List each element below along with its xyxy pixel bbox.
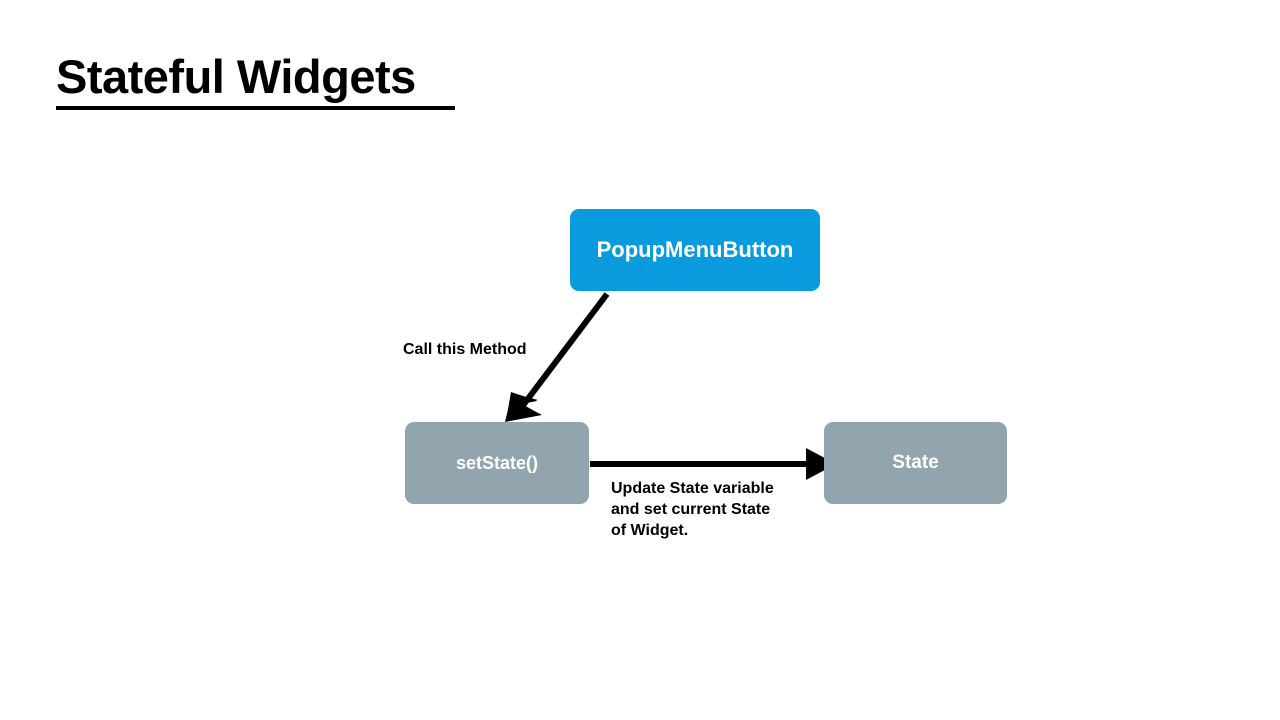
edge-label-update-state: Update State variable and set current St…: [611, 480, 774, 539]
arrow-setstate-to-state: [590, 448, 836, 480]
edge-label-call-this-method: Call this Method: [403, 341, 527, 358]
node-state-label: State: [892, 452, 939, 473]
node-popupmenubutton-label: PopupMenuButton: [596, 237, 794, 262]
node-state[interactable]: State: [824, 422, 1007, 504]
page-title: Stateful Widgets: [56, 50, 416, 103]
node-setstate[interactable]: setState(): [405, 422, 589, 504]
node-popupmenubutton[interactable]: PopupMenuButton: [570, 209, 820, 291]
title-underline-rule: [56, 106, 455, 110]
node-setstate-label: setState(): [455, 452, 539, 473]
